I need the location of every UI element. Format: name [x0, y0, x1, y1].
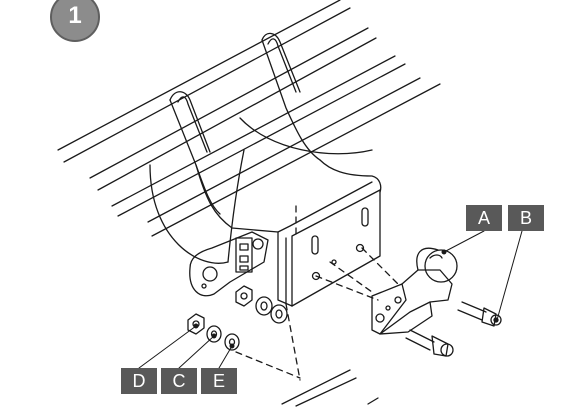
bolt-b: [457, 301, 502, 327]
tow-bracket: [195, 159, 382, 307]
step-number-badge: 1: [50, 0, 102, 44]
assembly-guide-lines: [235, 205, 401, 381]
part-label-b: B: [508, 205, 544, 231]
step-number: 1: [68, 2, 82, 29]
part-label-d: D: [121, 368, 157, 394]
leader-lines: [138, 230, 523, 369]
step-badge-disc: [50, 0, 100, 42]
part-label-a: A: [466, 205, 502, 231]
strap-loop-right: [261, 32, 321, 161]
hanger-shell: [149, 117, 373, 264]
bolt-lower: [405, 329, 454, 357]
part-label-c: C: [161, 368, 197, 394]
bracket-fasteners: [235, 285, 288, 324]
crossmember-rail: [57, 0, 441, 237]
part-label-e: E: [201, 368, 237, 394]
socket-plate: [189, 231, 269, 297]
lower-frame: [281, 369, 379, 407]
tow-ball-assembly: [371, 247, 458, 335]
